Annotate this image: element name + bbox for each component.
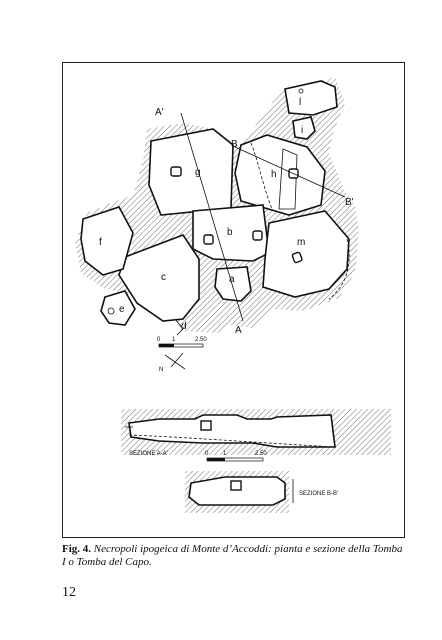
room-l: l <box>284 80 338 116</box>
svg-text:2.50: 2.50 <box>255 451 267 457</box>
svg-text:g: g <box>195 167 201 178</box>
figure-caption: Fig. 4. Necropoli ipogeica di Monte d’Ac… <box>62 543 405 569</box>
room-g: g <box>148 128 234 216</box>
svg-text:0: 0 <box>157 337 161 343</box>
north-arrow: N <box>159 352 186 373</box>
svg-text:SEZIONE B-B': SEZIONE B-B' <box>299 491 338 497</box>
room-b: b <box>192 204 270 262</box>
page-number: 12 <box>62 585 76 600</box>
figure-frame: g h i l b a <box>62 62 405 538</box>
room-d: d <box>174 318 187 336</box>
svg-text:1: 1 <box>172 337 176 343</box>
section-a-drawing: SEZIONE A-A' <box>121 409 391 457</box>
section-line-a: A' A <box>155 107 244 336</box>
caption-label: Fig. 4. <box>62 543 92 555</box>
caption-text: Necropoli ipogeica di Monte d’Accoddi: p… <box>62 543 403 568</box>
svg-text:d: d <box>181 321 187 332</box>
svg-text:SEZIONE A-A': SEZIONE A-A' <box>129 451 168 457</box>
svg-text:B': B' <box>345 197 354 208</box>
section-b-drawing: SEZIONE B-B' <box>185 471 338 513</box>
room-c: c <box>118 234 200 322</box>
section-scale-bar: 0 1 2.50 <box>205 451 267 462</box>
section-line-b: B B' <box>231 139 354 208</box>
svg-text:c: c <box>161 272 166 283</box>
svg-text:e: e <box>119 304 125 315</box>
tomb-plan-drawing: g h i l b a <box>75 77 391 513</box>
svg-text:b: b <box>227 227 233 238</box>
room-f: f <box>80 206 134 276</box>
svg-text:h: h <box>271 169 277 180</box>
room-m: m <box>262 210 350 300</box>
svg-text:A: A <box>235 325 242 336</box>
svg-text:0: 0 <box>205 451 209 457</box>
room-h: h <box>234 134 326 216</box>
svg-text:B: B <box>231 139 238 150</box>
room-i: i <box>292 116 316 140</box>
plan-scale-bar: 0 1 2.50 <box>157 337 207 348</box>
svg-text:i: i <box>301 125 303 136</box>
room-a: a <box>214 266 252 302</box>
svg-text:A': A' <box>155 107 164 118</box>
room-e: e <box>100 290 136 326</box>
svg-text:m: m <box>297 237 305 248</box>
svg-text:a: a <box>229 274 235 285</box>
svg-text:l: l <box>299 97 301 108</box>
svg-text:1: 1 <box>223 451 227 457</box>
svg-text:f: f <box>99 237 102 248</box>
svg-text:2.50: 2.50 <box>195 337 207 343</box>
svg-text:N: N <box>159 367 163 373</box>
